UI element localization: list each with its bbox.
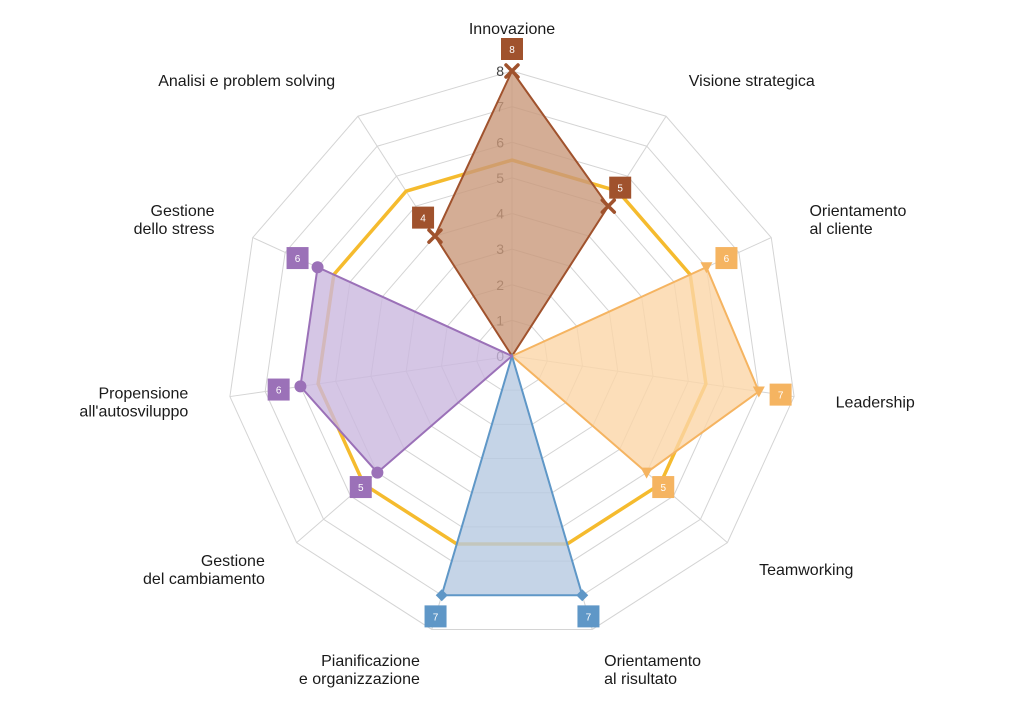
data-label: 7 bbox=[778, 391, 784, 402]
category-label: Teamworking bbox=[759, 562, 853, 579]
category-label: Analisi e problem solving bbox=[158, 73, 335, 90]
data-label-badge bbox=[609, 176, 632, 199]
data-label-badge bbox=[349, 476, 372, 499]
data-label-badge bbox=[424, 605, 447, 628]
data-label: 4 bbox=[420, 214, 426, 225]
triangle-down-icon bbox=[700, 262, 713, 274]
grid-ring-8 bbox=[229, 70, 795, 630]
category-label: Leadership bbox=[836, 395, 915, 412]
data-label: 6 bbox=[724, 254, 730, 265]
triangle-down-icon bbox=[640, 467, 653, 479]
data-label: 7 bbox=[433, 612, 439, 623]
data-label: 6 bbox=[295, 254, 301, 265]
data-label-badge bbox=[769, 383, 792, 406]
category-label: Visione strategica bbox=[689, 73, 815, 90]
triangle-down-icon bbox=[752, 386, 765, 398]
series-2: 6 7 5 bbox=[510, 247, 792, 499]
circle-icon bbox=[294, 380, 307, 393]
data-label-badge bbox=[267, 378, 290, 401]
data-label: 8 bbox=[509, 45, 515, 56]
circle-icon bbox=[371, 466, 384, 479]
x-icon bbox=[504, 63, 520, 79]
data-label: 6 bbox=[276, 386, 282, 397]
series-4: 5 6 6 bbox=[267, 247, 514, 499]
data-label: 5 bbox=[358, 483, 364, 494]
data-label: 7 bbox=[586, 612, 592, 623]
x-icon bbox=[600, 198, 617, 214]
data-label-badge bbox=[412, 206, 435, 229]
series-3: 77 bbox=[424, 352, 600, 628]
data-label-badge bbox=[577, 605, 600, 628]
data-label-badge bbox=[652, 476, 675, 499]
data-label-badge bbox=[501, 38, 523, 60]
tick-label: 8 bbox=[496, 63, 504, 79]
x-icon bbox=[427, 228, 443, 244]
diamond-icon bbox=[576, 589, 589, 602]
data-label-badge bbox=[715, 247, 738, 270]
series-area bbox=[440, 352, 584, 597]
diamond-icon bbox=[435, 589, 448, 602]
data-label: 5 bbox=[660, 483, 666, 494]
series-1: 8 5 4 bbox=[412, 38, 632, 358]
category-label: Innovazione bbox=[469, 21, 555, 38]
data-label-badge bbox=[286, 247, 309, 270]
data-label: 5 bbox=[617, 184, 623, 195]
circle-icon bbox=[311, 261, 324, 274]
series-area bbox=[433, 69, 610, 358]
